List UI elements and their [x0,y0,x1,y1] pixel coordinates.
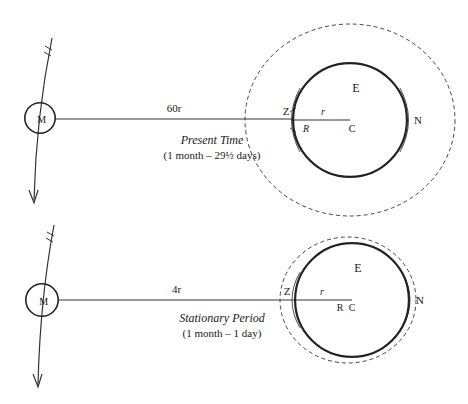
earth-circle: E [294,242,410,358]
diagram-label: (1 month – 29½ days) [164,150,261,161]
circle-outline [292,62,408,178]
distance-label: 60r [166,103,183,114]
tidal-envelope [245,24,455,216]
diagram-label: N [414,115,422,126]
diagram-label: N [416,295,424,306]
diagram-label: Z [284,286,291,297]
diagram-label: Stationary Period [179,312,265,324]
node-letter: M [39,297,48,307]
moon-circle: M [25,283,59,317]
distance-line [56,119,292,120]
diagram-label: r [320,107,326,117]
circle-shape [26,284,58,316]
radius-line [292,120,350,121]
tidal-envelope [280,237,416,363]
orbit-ticks [46,232,54,242]
diagram-label: Z [283,106,290,117]
diagram-label: (1 month – 1 day) [183,328,262,339]
diagram-label: C [348,124,357,134]
earth-circle: E [292,62,408,178]
distance-label: 4r [171,284,182,295]
orbit-ticks [44,46,52,56]
node-letter: E [354,262,361,274]
distance-line [59,300,294,301]
circle-shape [295,243,409,357]
circle-outline [294,242,410,358]
node-letter: M [37,115,46,125]
moon-circle: M [24,102,56,134]
orbit-arrowhead [33,374,42,387]
diagram-label: R [336,303,345,313]
radius-line [294,300,352,301]
circle-shape [25,103,55,133]
diagram-label: C [348,303,357,313]
diagram-label: R [302,124,310,134]
node-letter: E [352,82,359,94]
orbit-arrowhead [29,190,38,203]
diagram-label: Present Time [181,134,244,146]
diagram-label: r [319,287,325,297]
orbit-arc [38,225,54,385]
orbit-arc [34,38,52,200]
circle-shape [293,63,407,177]
